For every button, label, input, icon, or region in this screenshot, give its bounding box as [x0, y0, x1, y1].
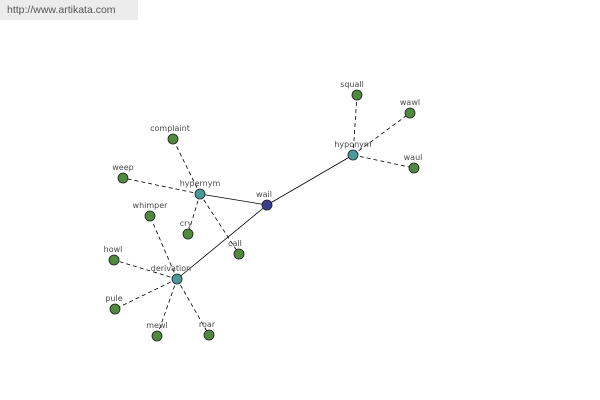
edge-wail-derivation: [176, 204, 268, 280]
source-url[interactable]: http://www.artikata.com: [7, 4, 116, 16]
edge-derivation-whimper: [149, 215, 178, 280]
edge-hypernym-complaint: [172, 138, 201, 195]
edge-hyponym-squall: [352, 94, 358, 156]
node-howl[interactable]: [108, 254, 120, 266]
node-label-whimper: whimper: [133, 201, 169, 210]
edge-derivation-howl: [113, 259, 178, 280]
node-label-pule: pule: [105, 294, 122, 303]
node-label-weep: weep: [112, 163, 133, 172]
node-label-squall: squall: [340, 80, 364, 89]
edge-hypernym-weep: [122, 177, 201, 195]
node-mewl[interactable]: [151, 330, 163, 342]
node-roar[interactable]: [203, 329, 215, 341]
node-label-cry: cry: [180, 219, 193, 228]
node-label-complaint: complaint: [150, 124, 190, 133]
node-label-derivation: derivation: [151, 264, 191, 273]
node-label-wawl: wawl: [400, 98, 420, 107]
node-label-mewl: mewl: [146, 321, 167, 330]
node-squall[interactable]: [351, 89, 363, 101]
edge-hyponym-waul: [352, 154, 415, 169]
node-label-hypernym: hypernym: [180, 179, 221, 188]
node-call[interactable]: [233, 248, 245, 260]
node-derivation[interactable]: [171, 273, 183, 285]
node-hyponym[interactable]: [347, 149, 359, 161]
graph-nodes: [108, 89, 420, 342]
node-label-call: call: [228, 239, 242, 248]
source-url-bar: http://www.artikata.com: [0, 0, 138, 20]
edge-hyponym-wawl: [352, 112, 411, 156]
edge-hypernym-cry: [187, 193, 201, 235]
node-label-waul: waul: [404, 153, 423, 162]
edge-wail-hypernym: [199, 193, 268, 206]
edge-wail-hyponym: [266, 154, 354, 206]
node-pule[interactable]: [109, 303, 121, 315]
node-wawl[interactable]: [404, 107, 416, 119]
edge-derivation-mewl: [156, 278, 178, 337]
edge-hypernym-call: [199, 193, 240, 255]
node-label-howl: howl: [104, 245, 123, 254]
node-label-roar: roar: [199, 320, 216, 329]
node-label-hyponym: hyponym: [334, 140, 372, 149]
graph-labels: wail hypernym hyponym derivation complaint we…: [104, 80, 423, 330]
graph-edges: [113, 94, 415, 337]
node-waul[interactable]: [408, 162, 420, 174]
node-label-wail: wail: [256, 190, 272, 199]
edge-derivation-pule: [114, 278, 178, 310]
node-wail[interactable]: [261, 199, 273, 211]
node-hypernym[interactable]: [194, 188, 206, 200]
node-complaint[interactable]: [167, 133, 179, 145]
node-cry[interactable]: [182, 228, 194, 240]
node-weep[interactable]: [117, 172, 129, 184]
edge-derivation-roar: [176, 278, 210, 336]
node-whimper[interactable]: [144, 210, 156, 222]
